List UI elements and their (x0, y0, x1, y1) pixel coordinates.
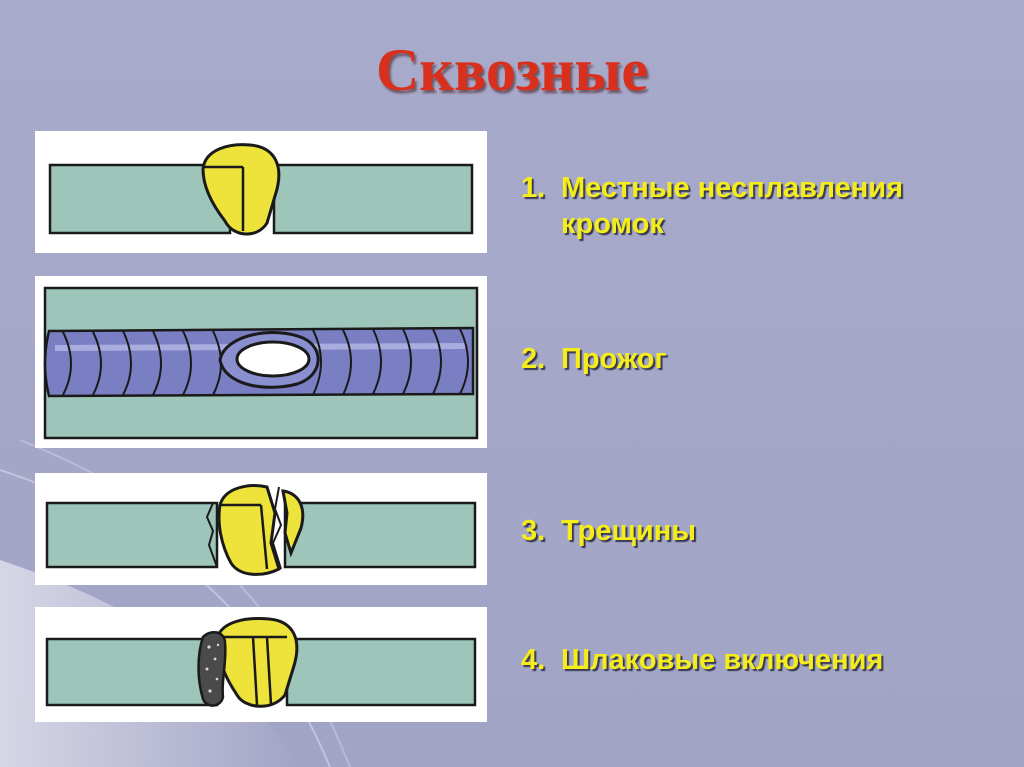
item-label: Трещины (561, 515, 697, 547)
defect-item-3: 3. Трещины (521, 513, 696, 549)
defect-item-1: 1. Местные несплавления кромок (521, 170, 903, 242)
lack-of-fusion-diagram (35, 131, 487, 253)
defect-item-2: 2. Прожог (521, 341, 667, 377)
item-number: 2. (521, 343, 546, 375)
item-number: 1. (521, 172, 546, 204)
crack-diagram (35, 473, 487, 585)
defect-item-4: 4. Шлаковые включения (521, 642, 883, 678)
item-number: 4. (521, 644, 546, 676)
burn-through-diagram (35, 276, 487, 448)
item-label: Прожог (561, 343, 667, 375)
item-number: 3. (521, 515, 546, 547)
item-label-continuation: кромок (561, 208, 664, 240)
item-label: Местные несплавления (561, 172, 904, 204)
slag-inclusion-diagram (35, 607, 487, 722)
slide-title: Сквозные (375, 37, 649, 103)
item-label: Шлаковые включения (561, 644, 884, 676)
